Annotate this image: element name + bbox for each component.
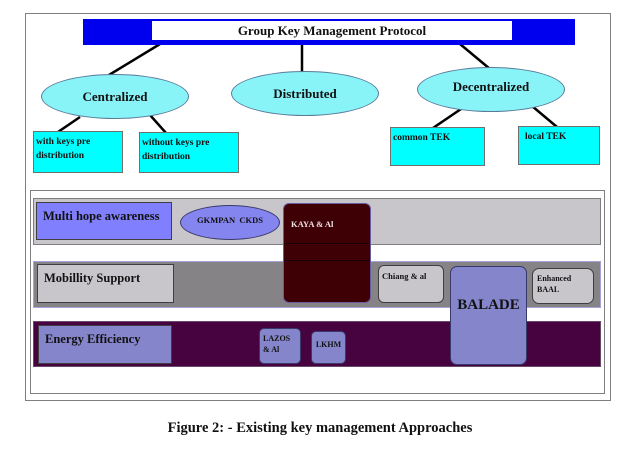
connector-local-tek — [531, 105, 558, 128]
kaya-divider — [284, 260, 370, 261]
property-mobility-support: Mobillity Support — [37, 264, 174, 303]
category-centralized: Centralized — [41, 74, 189, 119]
leaf-line: without keys pre — [142, 138, 210, 148]
approaches-frame — [30, 190, 605, 394]
connector-decentralized — [459, 43, 491, 70]
leaf-line: distribution — [36, 151, 85, 161]
scheme-gkmpan-ckds: GKMPAN CKDS — [180, 205, 280, 240]
scheme-lkhm: LKHM — [311, 331, 346, 364]
figure-frame — [25, 13, 611, 401]
category-label: Centralized — [82, 88, 148, 104]
property-multi-hop-awareness: Multi hope awareness — [36, 202, 172, 240]
diagram-title: Group Key Management Protocol — [152, 21, 512, 40]
scheme-enhanced-baal: Enhanced BAAL — [532, 268, 594, 304]
connector-common-tek — [432, 107, 462, 130]
connector-centralized — [108, 42, 161, 77]
category-decentralized: Decentralized — [417, 67, 565, 112]
scheme-label: GKMPAN CKDS — [197, 214, 263, 225]
category-label: Distributed — [273, 85, 337, 101]
leaf-with-keys-pre-distribution: with keys pre distribution — [33, 131, 123, 173]
scheme-kaya: KAYA & Al — [283, 203, 371, 303]
scheme-lazos: LAZOS & Al — [259, 328, 301, 364]
leaf-common-tek: common TEK — [390, 127, 485, 166]
leaf-without-keys-pre-distribution: without keys pre distribution — [139, 132, 239, 173]
leaf-line: distribution — [142, 152, 191, 162]
scheme-balade: BALADE — [450, 266, 527, 365]
connector-with-keys — [57, 115, 81, 134]
scheme-label-line: LAZOS — [263, 334, 291, 343]
figure-caption: Figure 2: - Existing key management Appr… — [167, 420, 473, 436]
leaf-label: local TEK — [525, 132, 567, 142]
leaf-local-tek: local TEK — [518, 126, 600, 165]
category-distributed: Distributed — [231, 71, 379, 116]
leaf-line: with keys pre — [36, 137, 91, 147]
scheme-label-line: Enhanced — [537, 274, 572, 283]
scheme-label-line: & Al — [263, 345, 280, 354]
leaf-label: common TEK — [393, 133, 451, 143]
kaya-divider — [284, 243, 370, 244]
property-energy-efficiency: Energy Efficiency — [38, 325, 172, 364]
connector-without-keys — [149, 114, 167, 134]
category-label: Decentralized — [452, 78, 530, 94]
scheme-chiang: Chiang & al — [378, 265, 444, 303]
scheme-label-line: BAAL — [537, 285, 560, 294]
scheme-label: KAYA & Al — [291, 219, 334, 229]
